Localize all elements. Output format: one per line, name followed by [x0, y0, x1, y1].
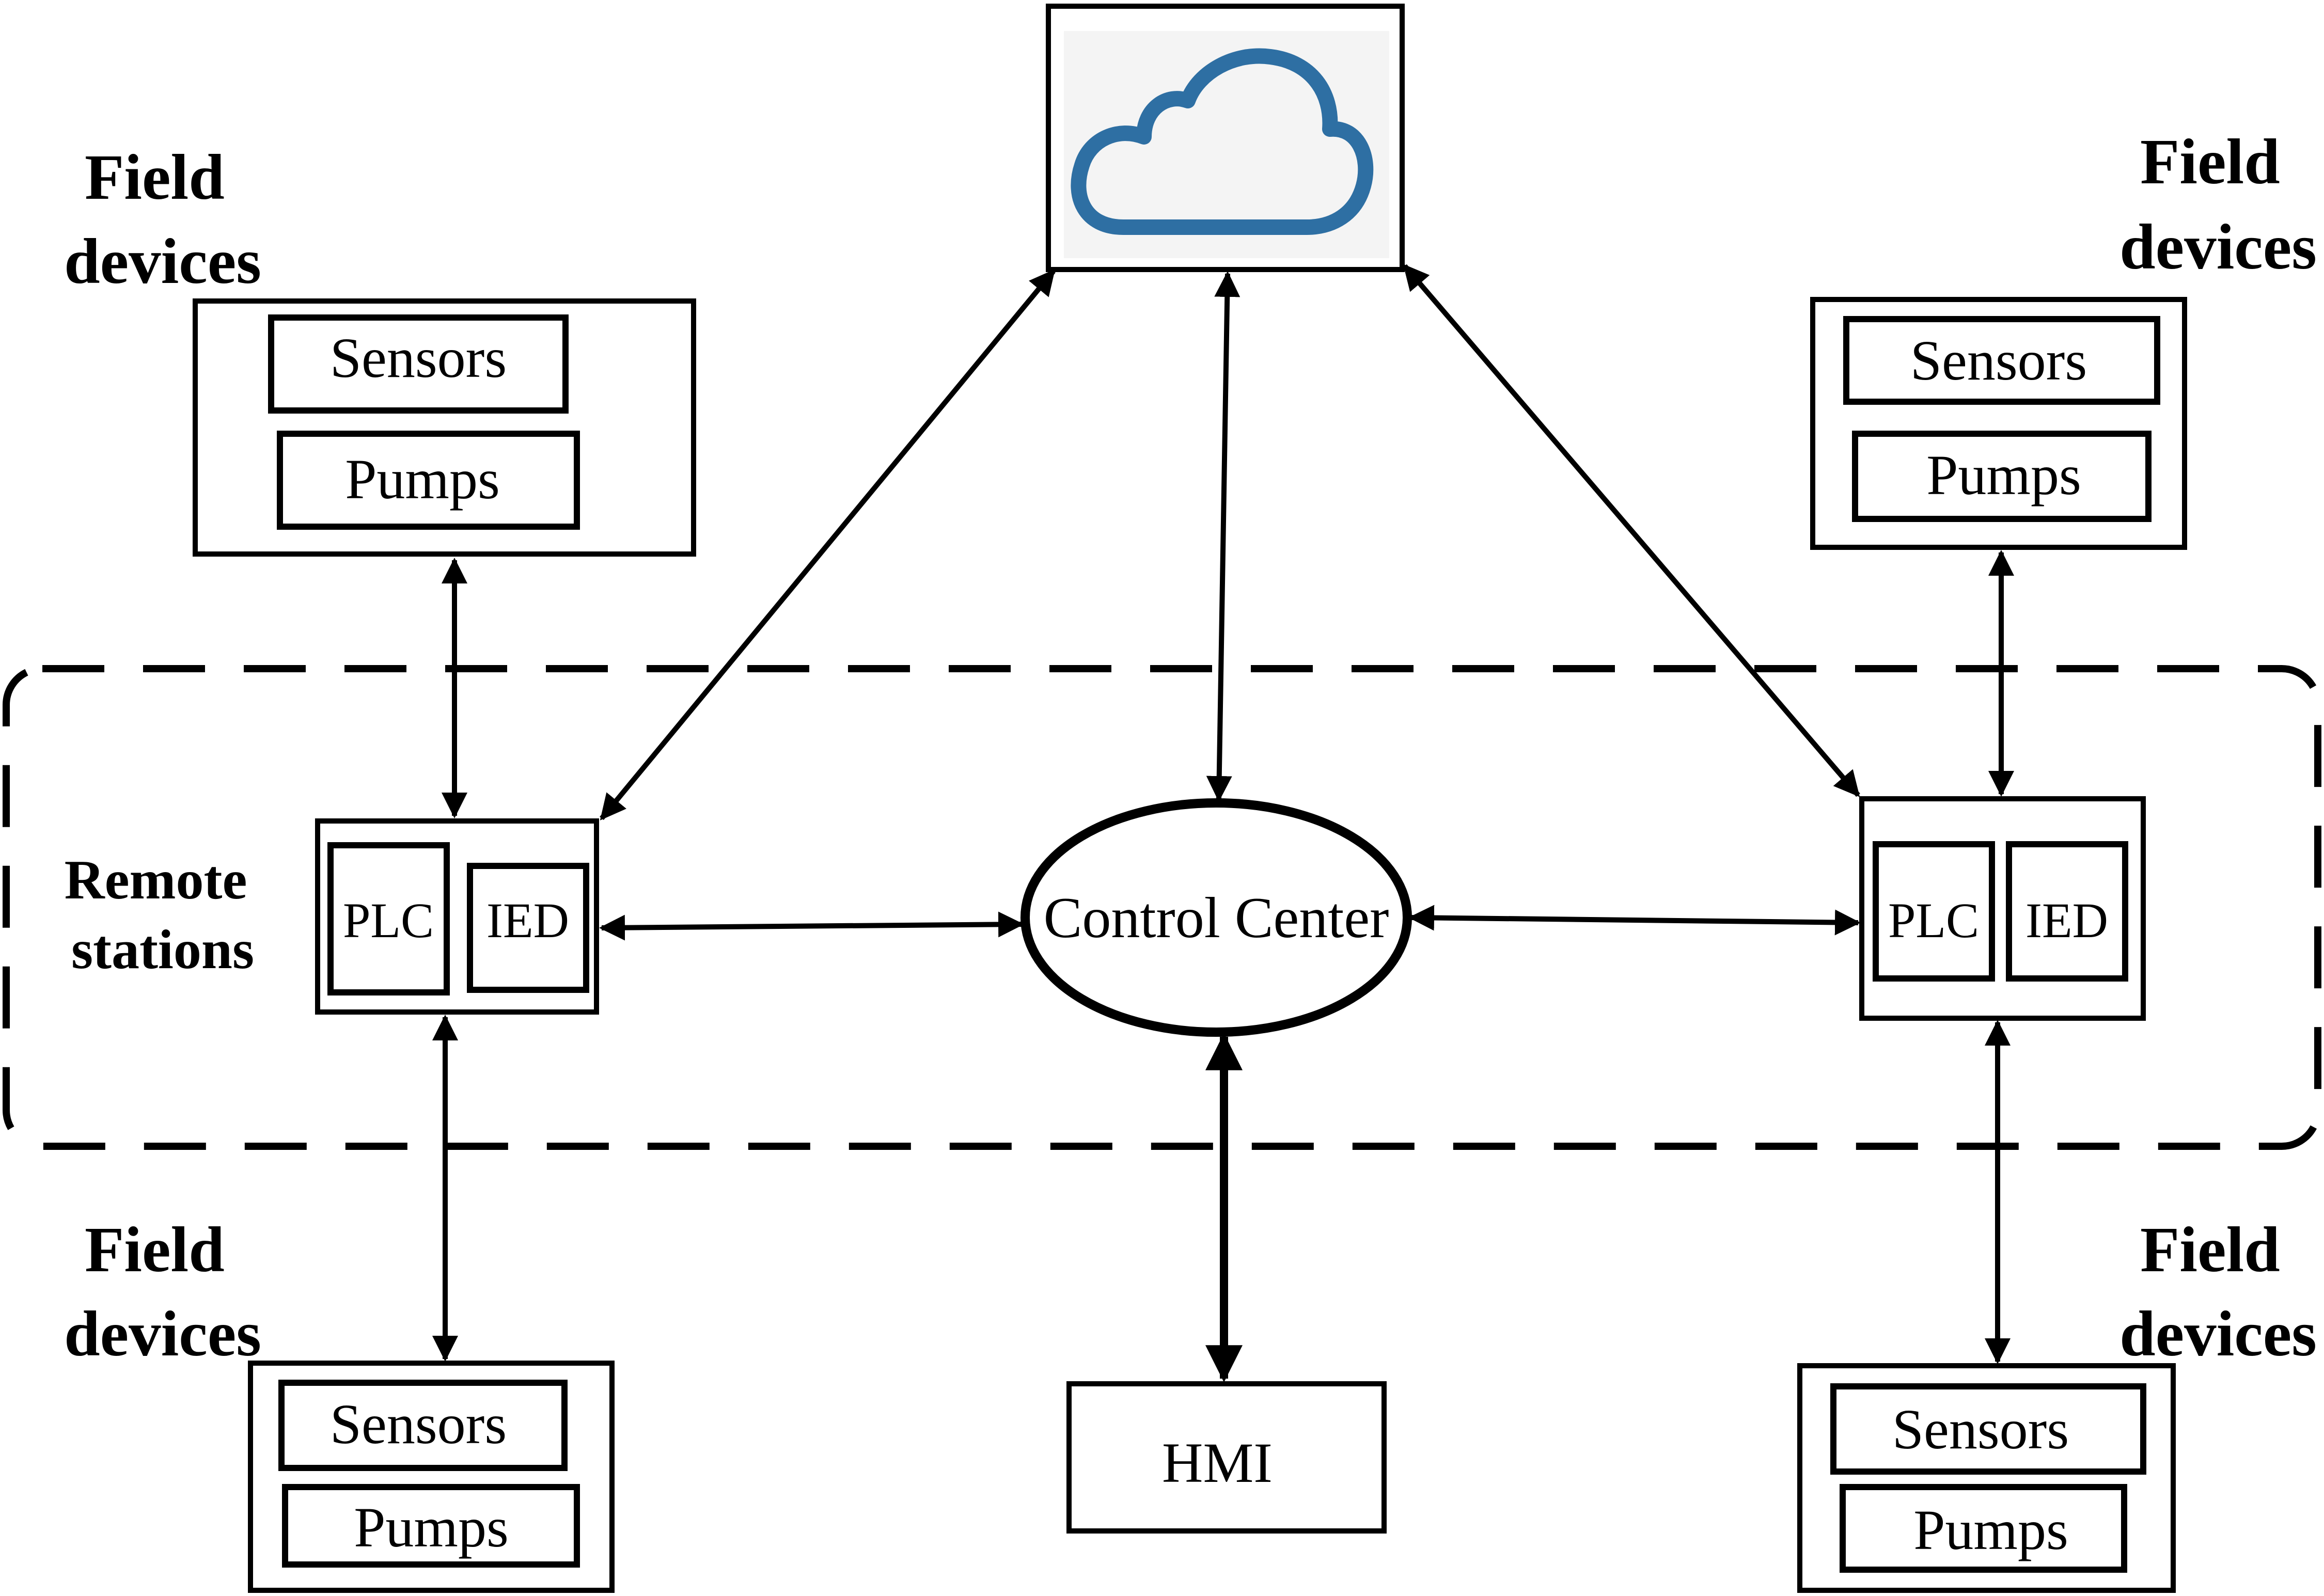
pumps-label: Pumps [1926, 444, 2081, 507]
connector-control-center-to-station-right [1408, 905, 1861, 936]
field-group-top-right: Sensors Pumps [1810, 297, 2187, 550]
field-group-top-left: Sensors Pumps [193, 298, 696, 557]
connector-station-left-to-control-center [599, 911, 1024, 941]
remote-stations-region [3, 665, 2321, 1150]
control-center-node: Control Center [1020, 798, 1412, 1037]
field-devices-label-bottom-left: Field devices [64, 1214, 261, 1370]
remote-station-right: PLC IED [1859, 796, 2146, 1021]
hmi-node: HMI [1066, 1381, 1387, 1534]
field-devices-label-bottom-right: Field devices [2119, 1214, 2317, 1370]
cloud-node [1046, 4, 1405, 272]
sensors-label: Sensors [1910, 329, 2087, 392]
field-devices-label-top-right: Field devices [2119, 127, 2317, 283]
control-center-label: Control Center [1044, 886, 1389, 950]
remote-stations-label: Remote stations [65, 849, 261, 981]
cloud-icon [1071, 48, 1374, 235]
pumps-label: Pumps [345, 448, 500, 511]
ied-label: IED [2025, 893, 2108, 948]
field-devices-label-top-left: Field devices [64, 142, 261, 297]
connector-cloud-to-station-left [600, 269, 1056, 820]
plc-label: PLC [343, 893, 434, 948]
ied-label: IED [486, 893, 569, 948]
field-group-bottom-left: Sensors Pumps [248, 1361, 615, 1593]
sensors-label: Sensors [1892, 1398, 2069, 1461]
pumps-label: Pumps [1913, 1498, 2068, 1561]
sensors-label: Sensors [330, 326, 507, 389]
hmi-label: HMI [1162, 1431, 1273, 1494]
field-group-bottom-right: Sensors Pumps [1797, 1363, 2176, 1593]
connector-cloud-to-station-right [1403, 264, 1860, 797]
plc-label: PLC [1888, 893, 1979, 948]
pumps-label: Pumps [354, 1496, 509, 1559]
sensors-label: Sensors [330, 1393, 507, 1456]
remote-station-left: PLC IED [315, 818, 599, 1015]
connector-cloud-to-control-center [1206, 271, 1240, 802]
